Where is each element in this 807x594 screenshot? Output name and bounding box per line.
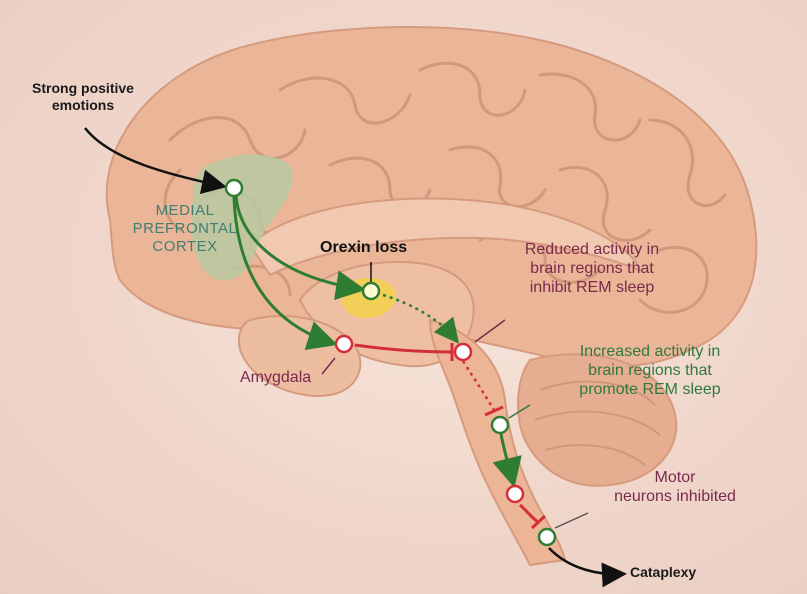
reduced-line1: Reduced activity in xyxy=(482,240,702,259)
increased-line3: promote REM sleep xyxy=(535,380,765,399)
motor-neurons-label: Motor neurons inhibited xyxy=(595,468,755,506)
mpc-label: MEDIAL PREFRONTAL CORTEX xyxy=(120,202,250,256)
rem-off-node xyxy=(455,344,471,360)
amygdala-label: Amygdala xyxy=(240,368,311,387)
orexin-node xyxy=(363,283,379,299)
emotions-label-line2: emotions xyxy=(18,97,148,114)
increased-activity-label: Increased activity in brain regions that… xyxy=(535,342,765,400)
motor-line1: Motor xyxy=(595,468,755,487)
amygdala-node xyxy=(336,336,352,352)
cataplexy-label: Cataplexy xyxy=(630,564,696,581)
increased-line2: brain regions that xyxy=(535,361,765,380)
reduced-line2: brain regions that xyxy=(482,259,702,278)
mpc-label-line3: CORTEX xyxy=(120,238,250,256)
mpc-label-line1: MEDIAL xyxy=(120,202,250,220)
orexin-label: Orexin loss xyxy=(320,238,407,257)
motor-neuron-node xyxy=(539,529,555,545)
emotions-label-line1: Strong positive xyxy=(18,80,148,97)
motor-inhibitor-node xyxy=(507,486,523,502)
motor-line2: neurons inhibited xyxy=(595,487,755,506)
increased-line1: Increased activity in xyxy=(535,342,765,361)
emotions-label: Strong positive emotions xyxy=(18,80,148,114)
reduced-line3: inhibit REM sleep xyxy=(482,278,702,297)
reduced-activity-label: Reduced activity in brain regions that i… xyxy=(482,240,702,298)
mpc-label-line2: PREFRONTAL xyxy=(120,220,250,238)
motor-leader xyxy=(555,513,588,528)
rem-on-node xyxy=(492,417,508,433)
mpc-node xyxy=(226,180,242,196)
